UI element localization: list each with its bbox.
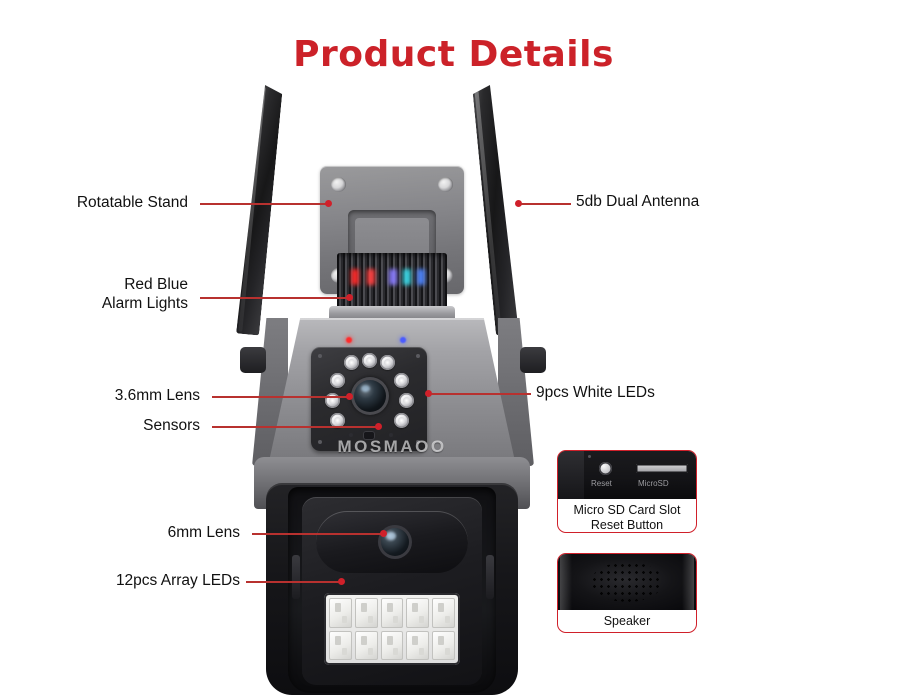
leader-line-alarm-lights — [200, 297, 350, 299]
antenna-hinge-right — [520, 347, 546, 373]
array-led-icon — [354, 598, 378, 628]
microsd-slot-icon[interactable] — [636, 464, 688, 473]
sd-screw-icon — [588, 455, 591, 458]
leader-line-lens-6mm — [252, 533, 384, 535]
callout-label-lens-36mm: 3.6mm Lens — [114, 387, 200, 404]
inset-speaker-caption-line1: Speaker — [603, 614, 651, 628]
leader-line-lens-36mm — [212, 396, 350, 398]
indicator-red-icon — [346, 337, 352, 343]
white-led-icon — [344, 355, 359, 370]
callout-label-lens-6mm: 6mm Lens — [167, 524, 240, 541]
microsd-part-label: MicroSD — [638, 479, 669, 488]
alarm-led-red-icon — [367, 269, 375, 285]
leader-line-white-leds — [431, 393, 531, 395]
leader-line-array-leds — [246, 581, 342, 583]
inset-speaker: Speaker — [557, 553, 697, 633]
white-led-icon — [394, 373, 409, 388]
leader-dot-array-leds — [338, 578, 345, 585]
leader-dot-rotatable-stand — [325, 200, 332, 207]
inset-sd-caption-line1: Micro SD Card Slot — [573, 503, 681, 517]
speaker-highlight-right — [682, 554, 694, 610]
yoke-rib-left — [292, 555, 300, 599]
white-led-icon — [330, 413, 345, 428]
indicator-blue-icon — [400, 337, 406, 343]
leader-line-rotatable-stand — [200, 203, 328, 205]
callout-label-white-leds: 9pcs White LEDs — [536, 384, 655, 401]
upper-faceplate — [311, 347, 427, 451]
leader-dot-dual-antenna — [515, 200, 522, 207]
callout-label-alarm-line2: Alarm Lights — [101, 295, 188, 312]
leader-line-dual-antenna — [521, 203, 571, 205]
array-led-icon — [406, 598, 430, 628]
white-led-icon — [380, 355, 395, 370]
array-led-icon — [432, 598, 455, 628]
speaker-photo — [558, 554, 696, 610]
white-led-icon — [362, 353, 377, 368]
leader-dot-lens-6mm — [380, 530, 387, 537]
leader-dot-alarm-lights — [346, 294, 353, 301]
leader-dot-white-leds — [425, 390, 432, 397]
red-blue-alarm-lights — [337, 253, 447, 309]
alarm-led-blue-icon — [417, 269, 425, 285]
faceplate-screw-icon — [416, 354, 420, 358]
faceplate-screw-icon — [318, 440, 322, 444]
lower-camera-module — [302, 497, 482, 685]
callout-label-array-leds: 12pcs Array LEDs — [115, 572, 240, 589]
faceplate-screw-icon — [318, 354, 322, 358]
lens-36mm-icon — [351, 377, 389, 415]
array-led-panel — [324, 593, 460, 665]
array-led-icon — [329, 630, 352, 660]
camera-illustration: MOSMAOO — [232, 84, 592, 695]
brand-logo-text: MOSMAOO — [337, 437, 447, 456]
light-sensor-icon — [363, 431, 375, 440]
lens-window — [316, 511, 468, 573]
mount-screw-icon — [331, 177, 346, 192]
inset-sd-caption: Micro SD Card Slot Reset Button — [558, 499, 696, 532]
alarm-led-blue-icon — [389, 269, 397, 285]
callout-label-dual-antenna: 5db Dual Antenna — [576, 193, 700, 210]
speaker-highlight-left — [560, 554, 572, 610]
callout-label-rotatable-stand: Rotatable Stand — [76, 194, 188, 211]
inset-sd-caption-line2: Reset Button — [590, 518, 664, 532]
inset-speaker-caption: Speaker — [558, 610, 696, 632]
speaker-grille-icon — [591, 562, 663, 602]
antenna-hinge-left — [240, 347, 266, 373]
array-led-icon — [380, 598, 404, 628]
callout-label-sensors: Sensors — [143, 417, 200, 434]
reset-part-label: Reset — [591, 479, 612, 488]
reset-button-icon[interactable] — [599, 462, 612, 475]
array-led-icon — [432, 630, 455, 660]
white-led-icon — [394, 413, 409, 428]
array-led-icon — [380, 630, 404, 660]
inset-sd-reset: Reset MicroSD Micro SD Card Slot Reset B… — [557, 450, 697, 533]
sensor-icon — [349, 433, 353, 437]
white-led-icon — [330, 373, 345, 388]
yoke-rib-right — [486, 555, 494, 599]
array-led-icon — [406, 630, 430, 660]
array-led-icon — [329, 598, 352, 628]
antenna-right-icon — [472, 84, 519, 335]
leader-dot-lens-36mm — [346, 393, 353, 400]
leader-dot-sensors — [375, 423, 382, 430]
mount-screw-icon — [438, 177, 453, 192]
page-title: Product Details — [293, 34, 614, 75]
array-led-icon — [354, 630, 378, 660]
white-led-icon — [399, 393, 414, 408]
sd-reset-photo: Reset MicroSD — [558, 451, 696, 499]
alarm-led-red-icon — [351, 269, 359, 285]
leader-line-sensors — [212, 426, 379, 428]
faceplate-screw-icon — [416, 440, 420, 444]
alarm-led-cyan-icon — [403, 269, 411, 285]
sd-panel-edge — [558, 451, 584, 499]
sensor-icon — [389, 433, 393, 437]
callout-label-alarm-line1: Red Blue — [124, 276, 188, 293]
